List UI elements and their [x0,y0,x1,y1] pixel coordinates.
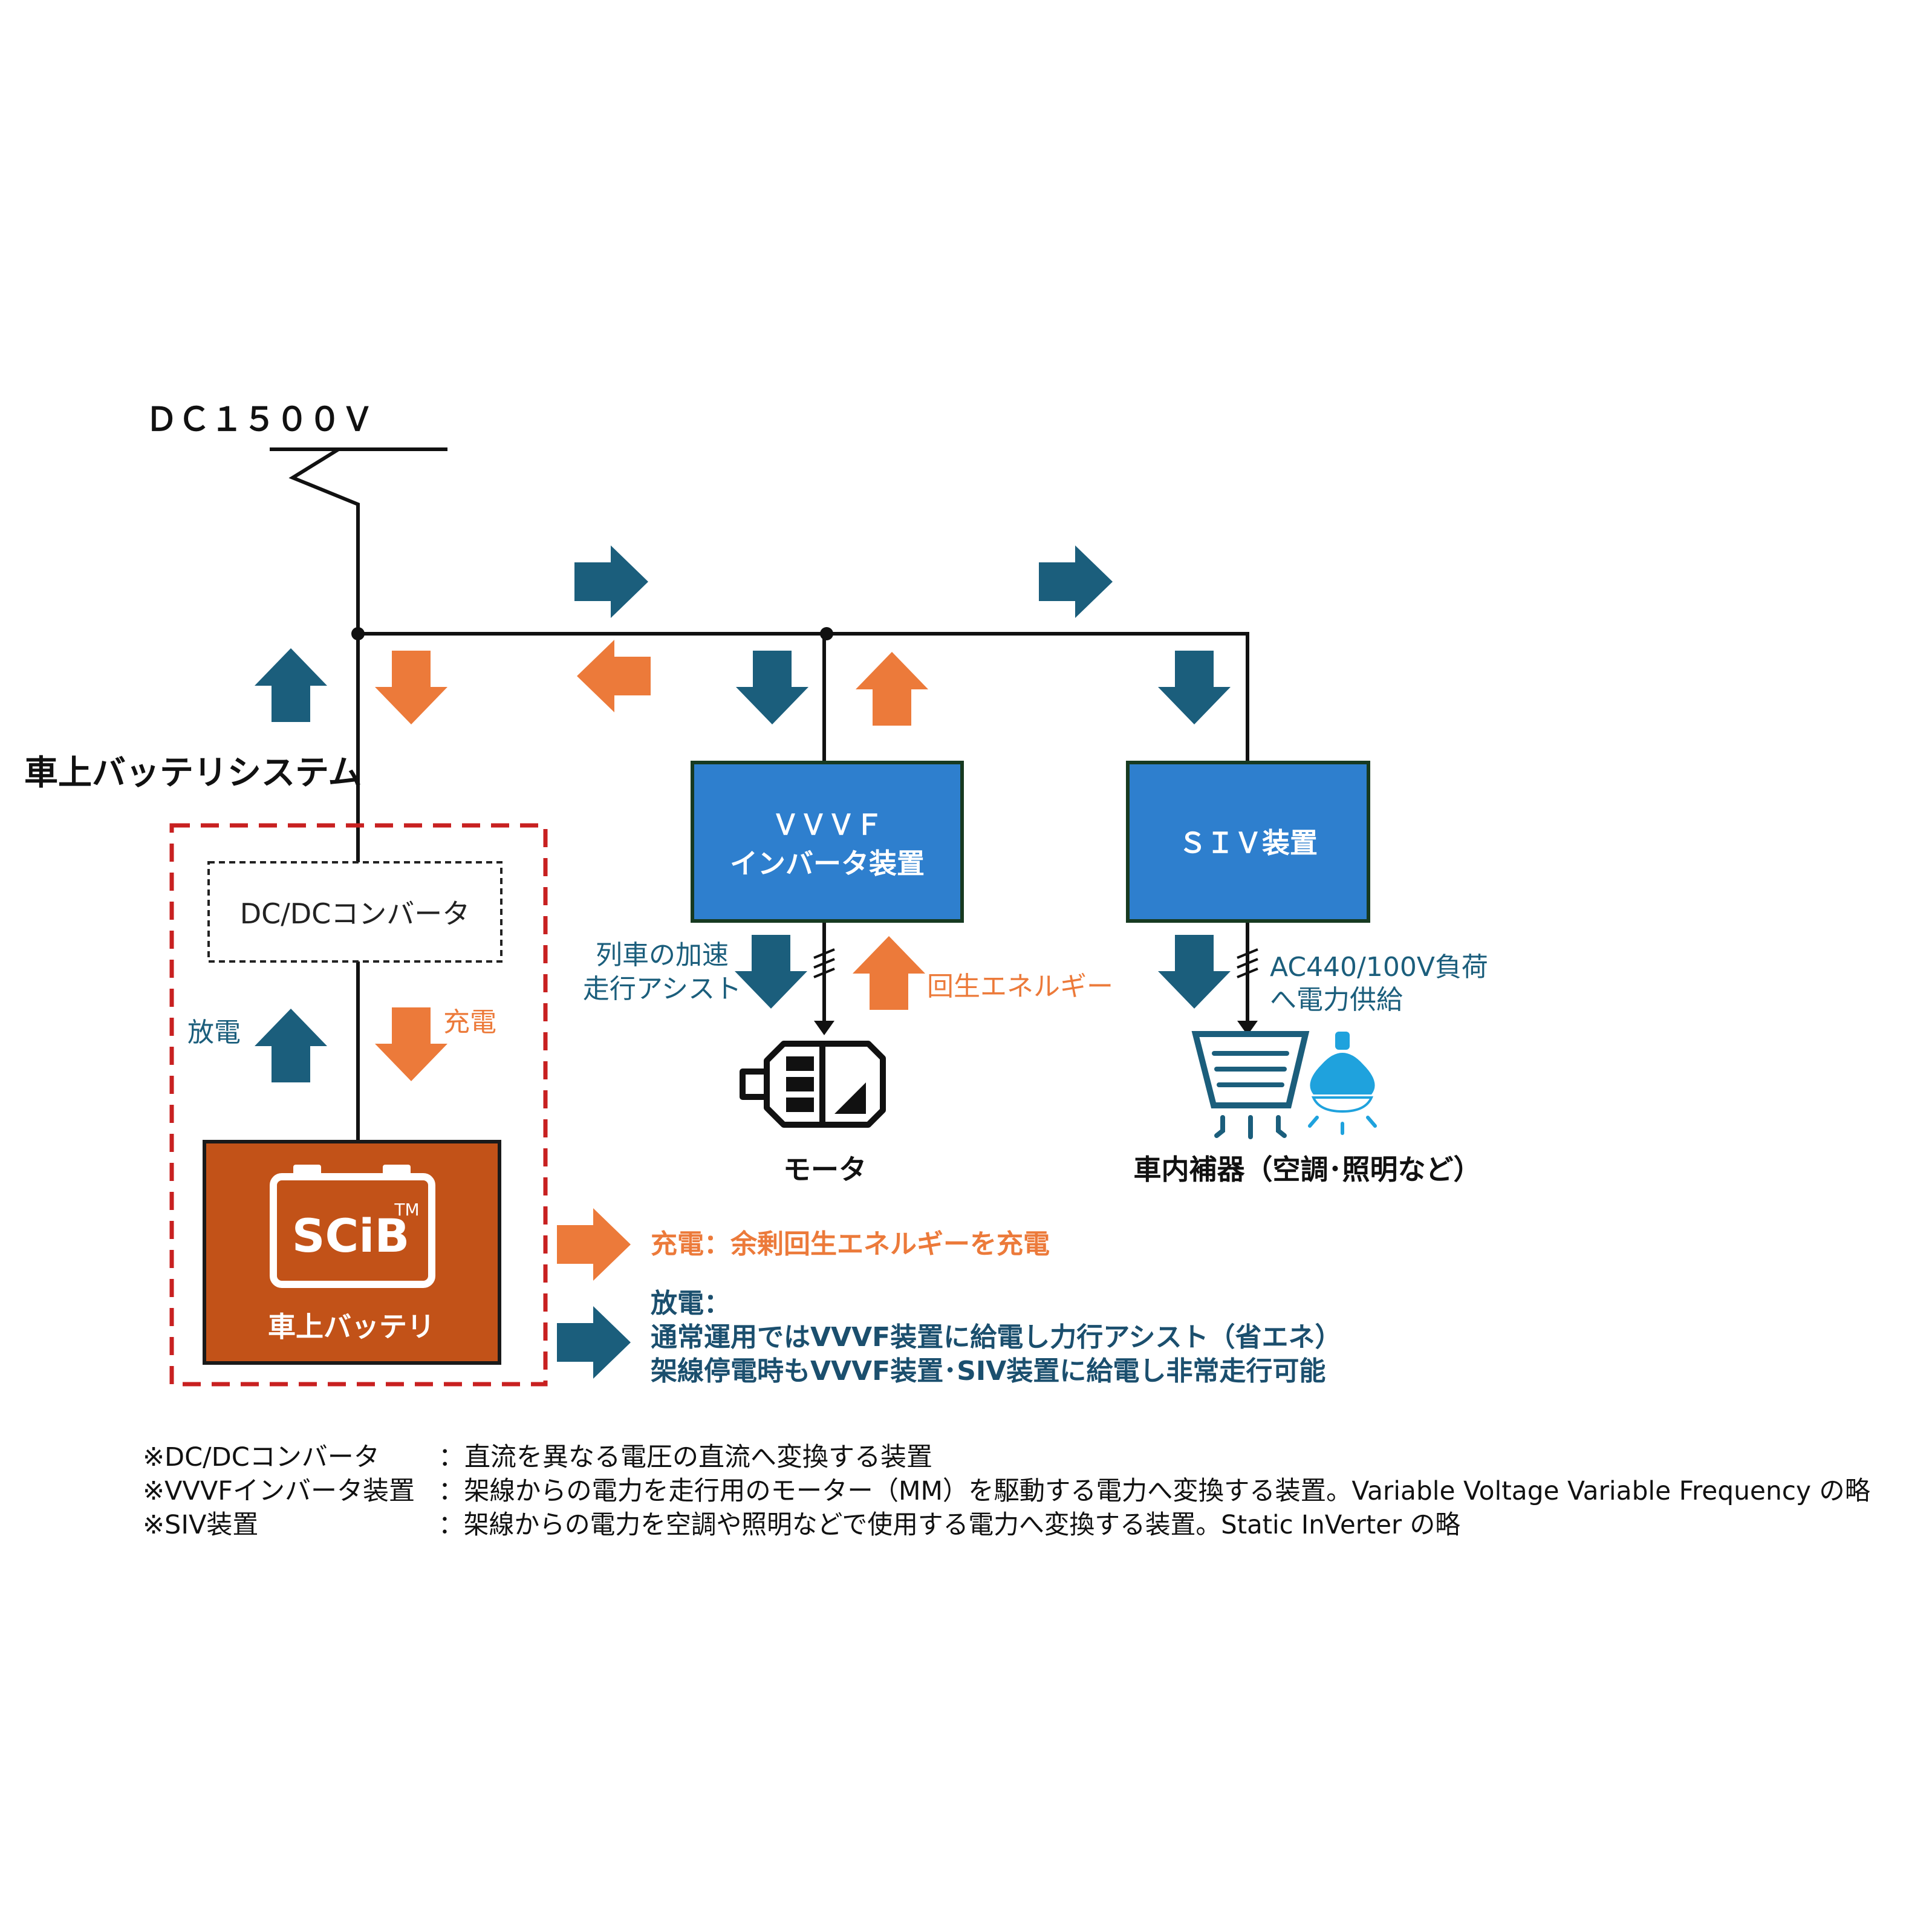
motor-icon [740,1041,886,1128]
air-conditioner-icon [1191,1031,1310,1139]
charge-arrow [375,1007,447,1081]
tm-mark: TM [394,1200,419,1220]
flow-arrow-down-vvvf [736,651,808,724]
flow-arrow-down-siv [1158,651,1231,724]
note-siv-desc: ：架線からの電力を空調や照明などで使用する電力へ変換する装置。Static In… [438,1510,1460,1540]
system-title: 車上バッテリシステム [24,753,362,793]
bus-node-left [351,627,365,640]
siv-load-label-line1: AC440/100V負荷 [1270,952,1488,983]
vvvf-inverter-box [691,761,964,923]
discharge-arrow [255,1009,327,1082]
flow-arrow-left-regen [577,640,651,712]
discharge-label: 放電 [187,1017,241,1048]
flow-arrow-up-system [255,648,327,722]
aux-equipment-label: 車内補器（空調･照明など） [1134,1153,1482,1186]
flow-arrow-up-vvvf [856,652,928,726]
three-phase-marks-siv [1237,948,1258,978]
assist-label-line1: 列車の加速 [596,940,729,971]
vvvf-label-line2: インバータ装置 [730,847,925,880]
battery-label: 車上バッテリ [268,1310,435,1343]
regen-arrow-up [853,936,925,1010]
arrowhead-siv-aux [1237,1021,1258,1035]
legend-discharge-arrow [557,1306,631,1379]
note-dcdc-term: ※DC/DCコンバータ [143,1442,380,1472]
note-dcdc-desc: ：直流を異なる電圧の直流へ変換する装置 [438,1442,932,1472]
legend-charge-text: 充電：余剰回生エネルギーを充電 [651,1229,1050,1260]
scib-logo: SCiB [292,1209,410,1263]
motor-label: モータ [783,1153,867,1186]
legend-discharge-line1: 通常運用ではVVVF装置に給電し力行アシスト（省エネ） [651,1322,1341,1353]
main-bus [356,632,1249,1142]
flow-arrow-right-2 [1039,545,1113,618]
siv-output-arrow [1158,935,1231,1009]
siv-load-label-line2: へ電力供給 [1270,984,1403,1015]
note-vvvf-desc: ：架線からの電力を走行用のモーター（MM）を駆動する電力へ変換する装置。Vari… [438,1476,1870,1506]
dc1500v-label: ＤＣ１５００Ｖ [145,400,374,438]
dcdc-converter-box [207,861,503,963]
flow-arrow-down-system [375,651,447,724]
assist-arrow-down [735,935,807,1009]
pantograph [270,447,447,636]
regen-label: 回生エネルギー [927,971,1113,1002]
legend-discharge-title: 放電： [651,1288,730,1319]
note-vvvf-term: ※VVVFインバータ装置 [143,1476,415,1506]
siv-box [1126,761,1370,923]
dcdc-converter-label: DC/DCコンバータ [240,897,470,930]
bus-node-vvvf [820,627,833,640]
charge-label: 充電 [443,1007,496,1038]
legend-charge-arrow [557,1208,631,1281]
light-bulb-icon [1308,1032,1377,1135]
battery-system-boundary [169,823,548,1387]
flow-arrow-right-1 [574,545,648,618]
legend-discharge-line2: 架線停電時もVVVF装置･SIV装置に給電し非常走行可能 [651,1356,1325,1387]
three-phase-marks-vvvf [813,948,835,978]
siv-label: ＳＩＶ装置 [1179,827,1318,859]
assist-label-line2: 走行アシスト [583,974,741,1004]
arrowhead-vvvf-motor [814,1021,834,1035]
note-siv-term: ※SIV装置 [143,1510,258,1540]
scib-battery-icon [270,1165,435,1288]
vvvf-label-line1: ＶＶＶＦ [772,808,883,841]
